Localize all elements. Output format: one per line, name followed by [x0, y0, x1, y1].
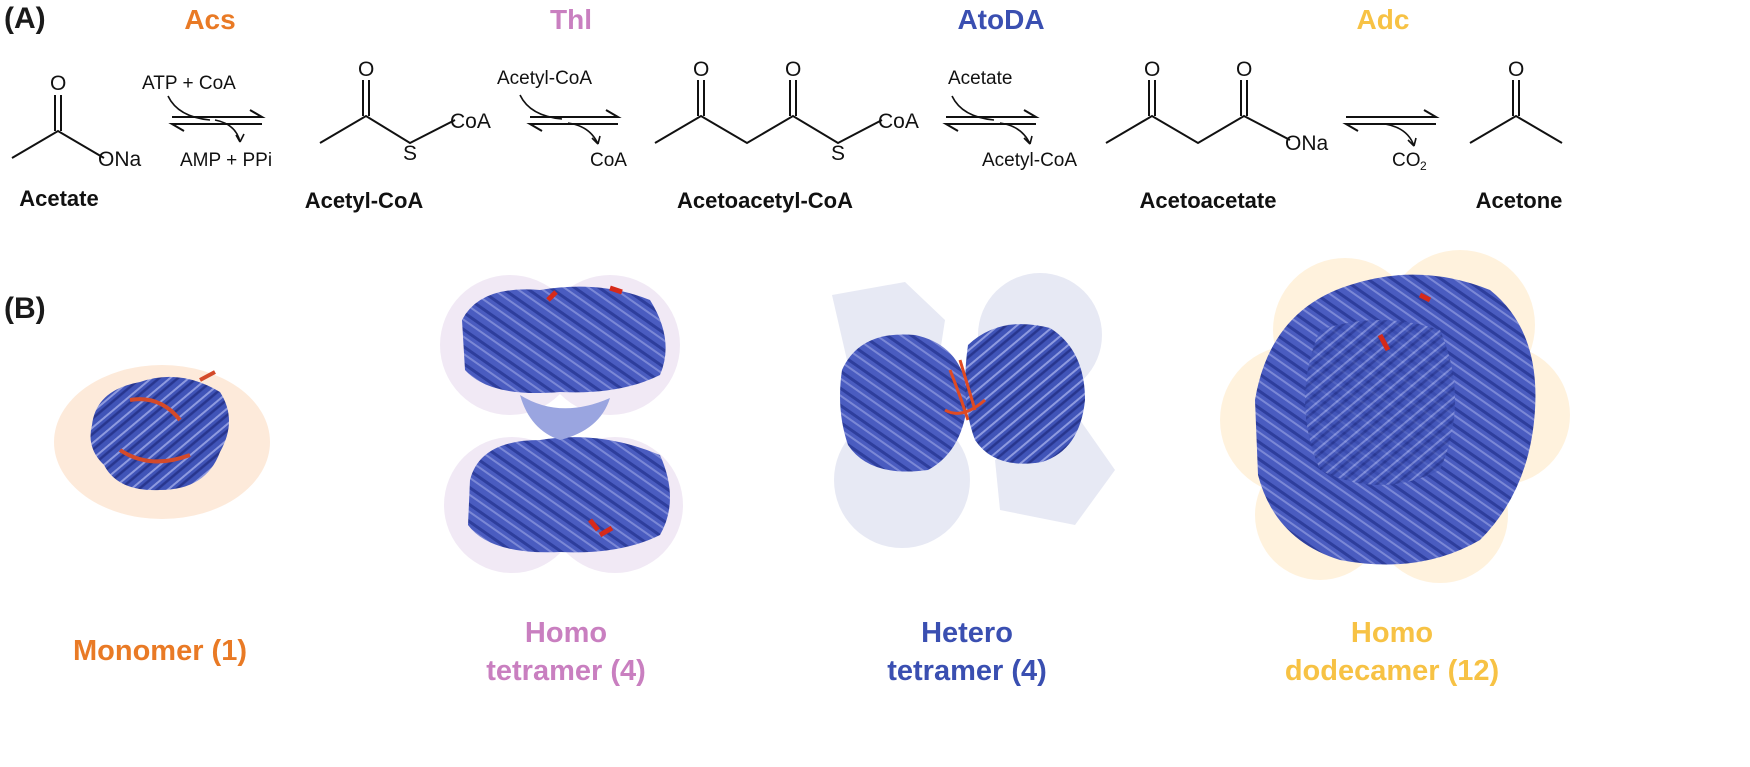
- acetyl-coa-o-label: O: [358, 58, 374, 81]
- panel-label-a: (A): [4, 2, 46, 35]
- acetoacetate-ona-label: ONa: [1285, 132, 1329, 155]
- arrow-4-reverse: [1342, 123, 1436, 132]
- curve-arrow-4-out: [1384, 123, 1417, 147]
- reaction-2-above: Acetyl-CoA: [497, 68, 592, 89]
- hetero-tetramer-structure: [832, 273, 1115, 548]
- monomer-ribbon: [90, 376, 229, 491]
- monomer-structure: [54, 365, 270, 519]
- acetone-o-label: O: [1508, 58, 1524, 81]
- enzyme-thl-label: Thl: [550, 4, 592, 35]
- acetoacetate-carbonyl-2: [1240, 80, 1248, 116]
- acetate-ona-label: ONa: [98, 148, 142, 171]
- acetyl-coa-carbonyl: [362, 80, 370, 116]
- acetate-carbonyl: [54, 95, 62, 131]
- arrow-2-reverse: [526, 123, 618, 132]
- curve-arrow-1-out: [214, 119, 245, 143]
- acetoacetyl-coa-skeleton: [654, 114, 883, 145]
- compound-acetone: Acetone: [1475, 188, 1563, 213]
- compound-acetoacetyl-coa: Acetoacetyl-CoA: [676, 188, 854, 213]
- acetate-o-label: O: [50, 72, 66, 95]
- homo-dodecamer-structure: [1220, 250, 1570, 583]
- arrow-2-forward: [530, 109, 622, 118]
- assembly-monomer-label: Monomer (1): [0, 632, 320, 670]
- assembly-monomer-line1: Monomer (1): [73, 635, 247, 667]
- acetoacetate-o1-label: O: [1144, 58, 1160, 81]
- reaction-4-below-subscript: 2: [1420, 159, 1427, 173]
- curve-arrow-2-out: [567, 122, 601, 145]
- acetone-carbonyl: [1512, 80, 1520, 116]
- enzyme-acs-label: Acs: [184, 4, 236, 35]
- assembly-homo-tetramer-label: Homo tetramer (4): [406, 614, 726, 690]
- reaction-3-above: Acetate: [948, 68, 1012, 89]
- curve-arrow-3-out: [999, 122, 1033, 145]
- assembly-homo-dodecamer-label: Homo dodecamer (12): [1232, 614, 1552, 690]
- reaction-2-below: CoA: [590, 150, 627, 171]
- acetoacetyl-coa-o1-label: O: [693, 58, 709, 81]
- acetoacetyl-coa-o2-label: O: [785, 58, 801, 81]
- arrow-1-reverse: [168, 123, 262, 132]
- assembly-homo-tetramer-line2: tetramer (4): [486, 655, 646, 687]
- acetoacetyl-coa-coa-label: CoA: [878, 110, 919, 133]
- panel-label-b: (B): [4, 292, 46, 325]
- acetoacetyl-coa-carbonyl-1: [697, 80, 705, 116]
- curve-arrow-2-in: [519, 94, 563, 120]
- enzyme-adc-label: Adc: [1356, 4, 1410, 35]
- compound-acetoacetate: Acetoacetate: [1139, 188, 1277, 213]
- reaction-1-below: AMP + PPi: [180, 150, 272, 171]
- arrow-4-forward: [1346, 109, 1440, 118]
- acetone-skeleton: [1469, 114, 1563, 144]
- acetoacetyl-coa-s-label: S: [831, 142, 845, 165]
- acetyl-coa-skeleton: [319, 114, 456, 145]
- acetoacetate-skeleton: [1105, 114, 1291, 145]
- compound-acetate: Acetate: [19, 186, 99, 211]
- curve-arrow-3-in: [951, 95, 995, 121]
- assembly-homo-dodecamer-line2: dodecamer (12): [1284, 655, 1500, 687]
- assembly-hetero-tetramer-line2: tetramer (4): [887, 655, 1047, 687]
- curved-arrows: [167, 94, 1417, 147]
- acetoacetyl-coa-carbonyl-2: [789, 80, 797, 116]
- acetyl-coa-coa-label: CoA: [450, 110, 491, 133]
- assembly-homo-tetramer-line1: Homo: [524, 617, 608, 649]
- reaction-4-below: CO: [1392, 150, 1421, 171]
- enzyme-atoda-label: AtoDA: [957, 4, 1045, 35]
- homo-tetramer-structure: [440, 275, 683, 573]
- acetyl-coa-s-label: S: [403, 142, 417, 165]
- arrow-1-forward: [172, 109, 266, 118]
- curve-arrow-1-in: [167, 95, 211, 121]
- acetoacetate-carbonyl-1: [1148, 80, 1156, 116]
- assembly-hetero-tetramer-label: Hetero tetramer (4): [807, 614, 1127, 690]
- acetoacetate-o2-label: O: [1236, 58, 1252, 81]
- assembly-hetero-tetramer-line1: Hetero: [921, 617, 1013, 649]
- compound-acetyl-coa: Acetyl-CoA: [304, 188, 424, 213]
- reaction-3-below: Acetyl-CoA: [982, 150, 1077, 171]
- acetate-skeleton: [11, 129, 105, 159]
- assembly-homo-dodecamer-line1: Homo: [1350, 617, 1434, 649]
- reaction-scheme: O ONa O S CoA O O S CoA O O ONa O ATP + …: [11, 58, 1563, 173]
- reaction-1-above: ATP + CoA: [142, 73, 236, 94]
